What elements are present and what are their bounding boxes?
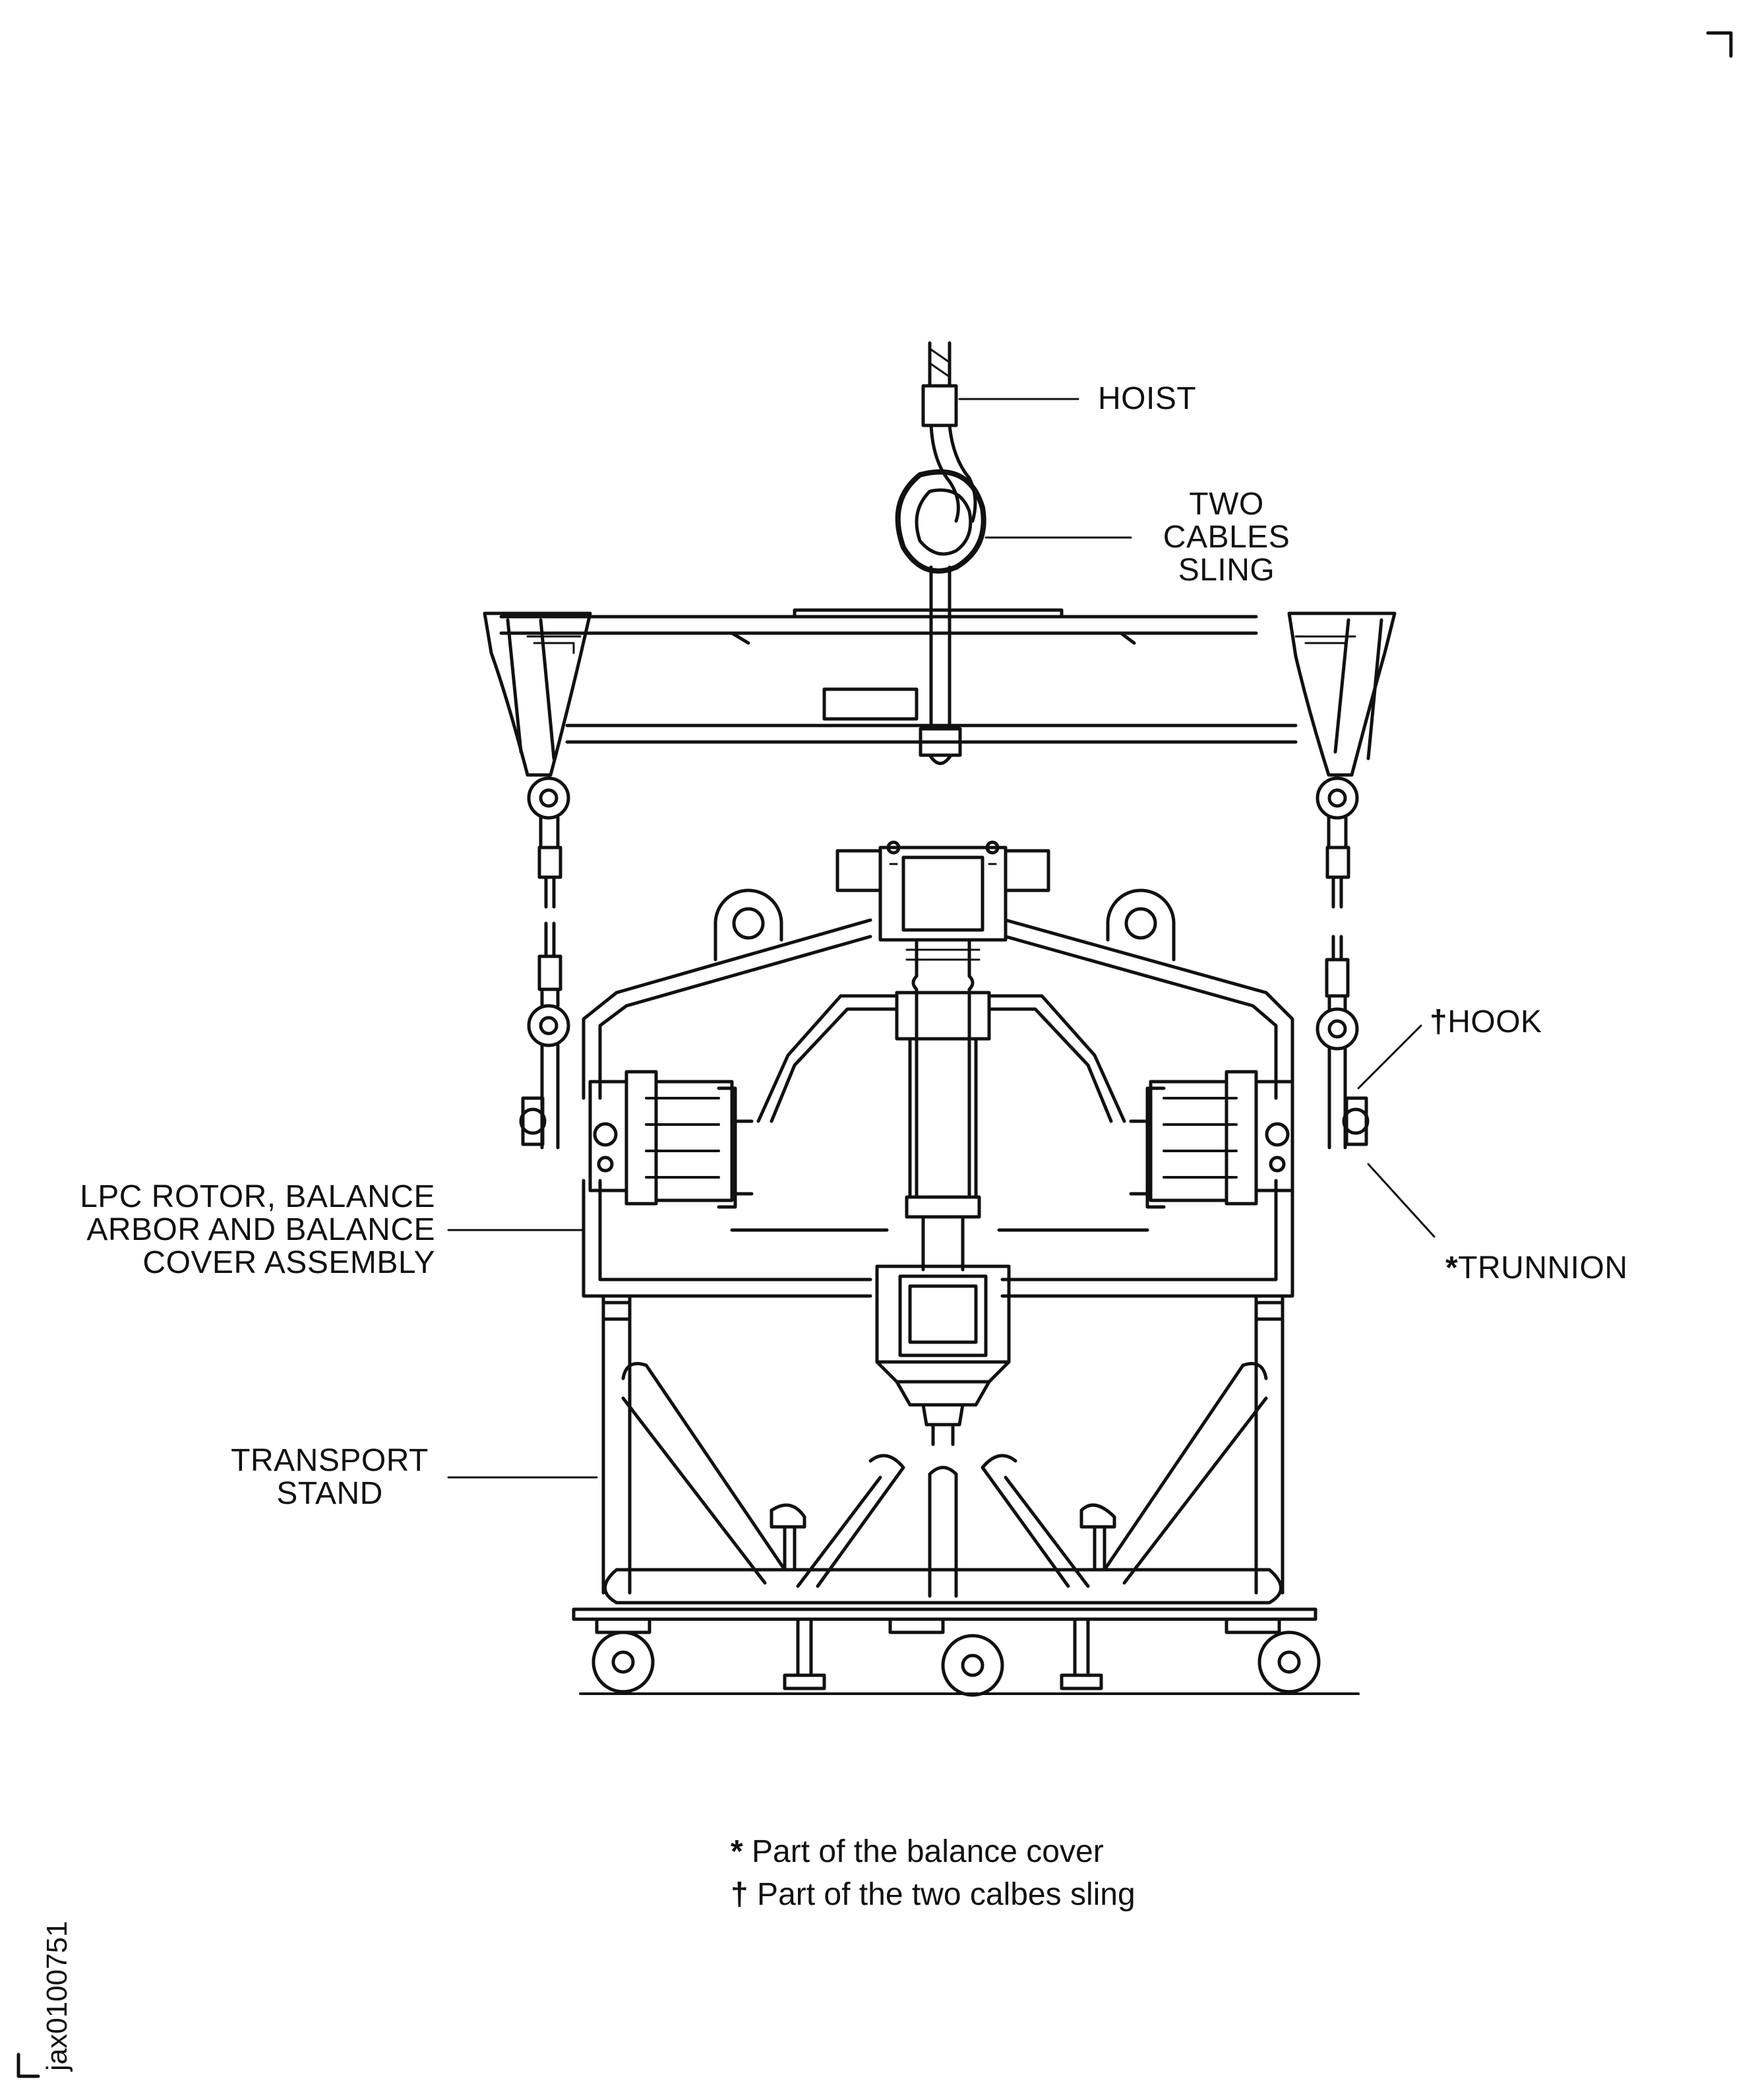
two-cables-sling-line-3: SLING xyxy=(1178,553,1275,588)
asterisk-icon: * xyxy=(1445,1251,1459,1285)
left-rotor-stack xyxy=(588,1070,754,1209)
sling-rod xyxy=(919,565,962,765)
balance-cover-frame xyxy=(582,888,1294,1298)
bottom-housing xyxy=(875,1264,1011,1446)
transport-stand-line-1: TRANSPORT xyxy=(231,1443,429,1478)
two-cables-sling-line-2: CABLES xyxy=(1163,520,1290,555)
right-hook xyxy=(1316,935,1370,1150)
asterisk-icon: * xyxy=(731,1834,743,1869)
right-rotor-stack xyxy=(1129,1070,1294,1209)
dagger-icon: † xyxy=(731,1877,748,1912)
trunnion-label: *TRUNNION xyxy=(1445,1252,1628,1285)
lifting-beam xyxy=(483,608,1397,777)
hoist-cable xyxy=(921,341,977,523)
hoist-label: HOIST xyxy=(1098,381,1197,416)
balance-arms xyxy=(730,994,1149,1232)
lpc-rotor-label: LPC ROTOR, BALANCE ARBOR AND BALANCE COV… xyxy=(33,1181,435,1280)
left-hook xyxy=(519,921,570,1150)
top-housing xyxy=(835,840,1050,942)
arbor-shaft xyxy=(895,938,991,1272)
corner-mark-bottom-left xyxy=(16,2053,40,2078)
transport-stand-label: TRANSPORT STAND xyxy=(211,1444,448,1510)
trunnion-label-text: TRUNNION xyxy=(1458,1251,1628,1285)
sling-ring xyxy=(895,469,986,574)
two-cables-sling-line-1: TWO xyxy=(1189,487,1264,522)
two-cables-sling-label: TWO CABLES SLING xyxy=(1114,488,1339,587)
legend-item-two-cables-sling: † Part of the two calbes sling xyxy=(731,1876,1135,1913)
right-shackle xyxy=(1316,776,1359,909)
lpc-rotor-line-2: ARBOR AND BALANCE xyxy=(86,1212,435,1247)
dagger-icon: † xyxy=(1430,1004,1448,1039)
corner-mark-top-right xyxy=(1706,31,1733,58)
transport-stand xyxy=(572,1294,1360,1697)
document-id: jax0100751 xyxy=(41,1921,73,2071)
transport-stand-line-2: STAND xyxy=(276,1476,383,1511)
left-shackle xyxy=(527,776,570,909)
leader-lines xyxy=(447,398,1436,1479)
lpc-rotor-line-3: COVER ASSEMBLY xyxy=(142,1245,435,1280)
lpc-rotor-line-1: LPC ROTOR, BALANCE xyxy=(80,1179,435,1214)
legend-text: Part of the two calbes sling xyxy=(757,1877,1135,1912)
legend-text: Part of the balance cover xyxy=(752,1834,1104,1869)
hook-label: †HOOK xyxy=(1430,1006,1542,1039)
legend-item-balance-cover: * Part of the balance cover xyxy=(731,1834,1104,1870)
hook-label-text: HOOK xyxy=(1447,1004,1542,1039)
